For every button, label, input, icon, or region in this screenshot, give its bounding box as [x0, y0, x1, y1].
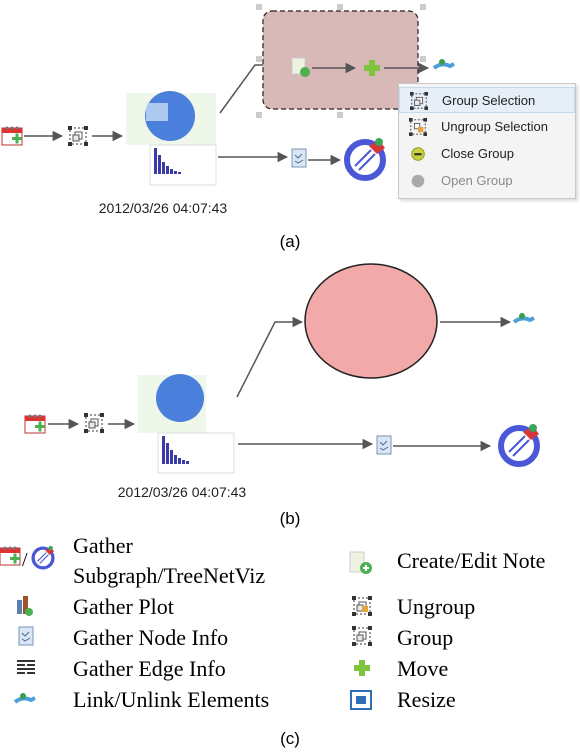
resize-icon	[350, 690, 372, 710]
caption-c: (c)	[280, 729, 300, 748]
link-icon	[13, 691, 37, 704]
close-group-icon	[411, 147, 425, 161]
legend-label: Gather Node Info	[73, 625, 228, 650]
menu-item-label: Close Group	[441, 146, 514, 161]
legend-label: Move	[397, 656, 448, 681]
caption-a: (a)	[280, 232, 301, 251]
link-icon	[512, 311, 536, 324]
legend-label: Ungroup	[397, 594, 475, 619]
plot-thumbnail	[138, 374, 235, 474]
caption-b: (b)	[280, 509, 301, 528]
group-icon	[410, 92, 428, 110]
gather-node-info-icon	[376, 435, 392, 455]
menu-item-label: Group Selection	[442, 93, 536, 108]
group-icon	[67, 125, 89, 147]
legend-label: Gather Edge Info	[73, 656, 226, 681]
timestamp-a: 2012/03/26 04:07:43	[99, 200, 228, 216]
gather-edge-info-icon	[17, 660, 35, 674]
timestamp-b: 2012/03/26 04:07:43	[118, 484, 247, 500]
note-icon	[349, 551, 372, 574]
gather-node-info-icon	[291, 148, 307, 168]
menu-item-close-group[interactable]: Close Group	[399, 141, 575, 167]
gather-subgraph-icon	[1, 126, 23, 146]
link-icon	[432, 57, 456, 70]
plot-thumbnail	[126, 91, 217, 186]
treenetviz-icon	[501, 424, 539, 464]
treenetviz-icon	[347, 138, 385, 178]
legend-label: Subgraph/TreeNetViz	[73, 563, 265, 588]
edge-arrow	[236, 316, 304, 398]
menu-item-open-group[interactable]: Open Group	[399, 168, 575, 194]
menu-item-ungroup-selection[interactable]: Ungroup Selection	[399, 114, 575, 140]
gather-subgraph-icon	[24, 414, 46, 434]
svg-text:/: /	[22, 549, 28, 571]
legend-label: Gather Plot	[73, 594, 174, 619]
move-icon	[354, 660, 370, 676]
ungroup-icon	[351, 595, 373, 617]
group-icon	[83, 412, 105, 434]
collapsed-group-node[interactable]	[304, 263, 438, 379]
context-menu: Group Selection Ungroup Selection Close …	[398, 83, 576, 199]
menu-item-group-selection[interactable]: Group Selection	[399, 87, 575, 113]
ungroup-icon	[409, 118, 427, 136]
legend-label: Gather	[73, 533, 134, 558]
legend-label: Link/Unlink Elements	[73, 687, 269, 712]
panel-a: 2012/03/26 04:07:43 (a)	[1, 4, 456, 251]
legend-label: Create/Edit Note	[397, 548, 545, 573]
selected-group[interactable]	[256, 4, 430, 118]
gather-node-info-icon	[18, 626, 34, 646]
legend: / Ga	[0, 533, 545, 748]
legend-label: Group	[397, 625, 453, 650]
open-group-icon	[411, 174, 425, 188]
panel-b: 2012/03/26 04:07:43 (b)	[24, 263, 539, 528]
menu-item-label: Ungroup Selection	[441, 119, 548, 134]
legend-label: Resize	[397, 687, 456, 712]
gather-subgraph-treenetviz-icon: /	[0, 544, 56, 571]
group-icon	[351, 625, 373, 647]
gather-plot-icon	[17, 596, 33, 616]
menu-item-label: Open Group	[441, 173, 513, 188]
